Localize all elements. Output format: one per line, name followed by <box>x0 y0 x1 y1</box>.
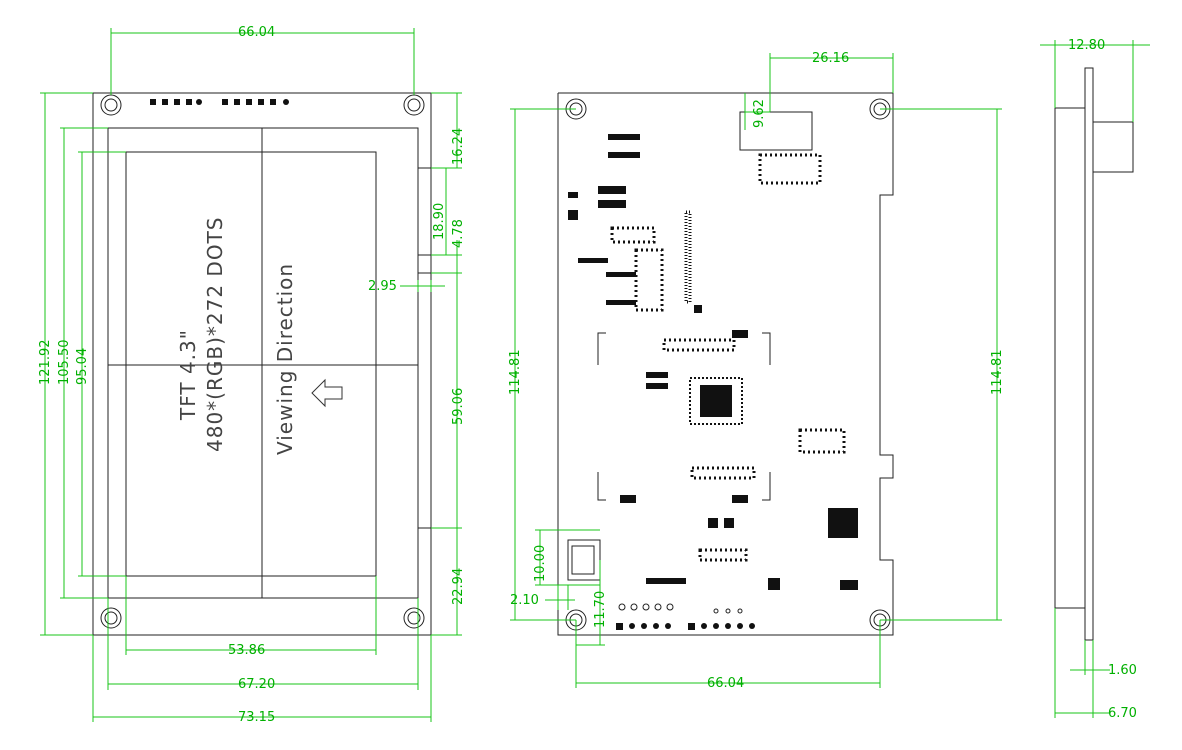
dim-bottom-inner: 53.86 <box>228 643 265 658</box>
dim-connector-offset: 9.62 <box>752 99 767 128</box>
dim-right-height: 114.81 <box>990 350 1005 396</box>
viewing-direction-text: Viewing Direction <box>273 263 297 455</box>
front-board-outline <box>92 92 432 636</box>
dim-top-connector: 26.16 <box>812 51 849 66</box>
mount-hole-icon <box>403 94 425 116</box>
mount-hole-icon <box>100 94 122 116</box>
dim-side-top: 12.80 <box>1068 38 1105 53</box>
back-board-outline <box>557 92 894 636</box>
dim-left-inner: 95.04 <box>75 348 90 385</box>
mount-hole-icon <box>100 607 122 629</box>
front-view: TFT 4.3" 480*(RGB)*272 DOTS Viewing Dire… <box>38 25 466 725</box>
mount-hole-icon <box>403 607 425 629</box>
dim-side-bottom-inner: 1.60 <box>1108 663 1137 678</box>
lcd-outline <box>107 127 419 599</box>
back-view: 26.16 9.62 114.81 114.81 10.00 2.10 11.7… <box>508 51 1005 691</box>
arrow-left-icon <box>311 378 343 408</box>
dim-right-mid1: 18.90 <box>432 203 447 240</box>
panel-model-text: TFT 4.3" <box>176 329 200 421</box>
dim-usb-height: 10.00 <box>533 545 548 582</box>
dim-side-bottom-outer: 6.70 <box>1108 706 1137 721</box>
side-view: 12.80 1.60 6.70 <box>1040 38 1150 721</box>
side-module-body <box>1054 107 1086 609</box>
dim-top-width: 66.04 <box>238 25 275 40</box>
dim-bottom-outer: 73.15 <box>238 710 275 725</box>
dim-right-mid2: 4.78 <box>451 219 466 248</box>
dim-left-height: 114.81 <box>508 350 523 396</box>
dim-left-mid: 105.50 <box>57 340 72 386</box>
dim-right-top: 16.24 <box>451 128 466 165</box>
side-pcb <box>1084 67 1094 641</box>
dim-bottom-mid: 67.20 <box>238 677 275 692</box>
fpc-connector <box>739 111 813 151</box>
active-area <box>125 151 377 577</box>
panel-resolution-text: 480*(RGB)*272 DOTS <box>203 217 227 452</box>
mcu-chip <box>700 385 732 417</box>
dim-bottom-offset: 11.70 <box>593 591 608 628</box>
dim-notch: 2.95 <box>368 279 397 294</box>
dim-right-long: 59.06 <box>451 388 466 425</box>
dim-left-outer: 121.92 <box>38 340 53 386</box>
side-connector <box>1092 121 1134 173</box>
dim-right-bottom: 22.94 <box>451 568 466 605</box>
dim-usb-offset: 2.10 <box>510 593 539 608</box>
dim-bottom-width: 66.04 <box>707 676 744 691</box>
flash-chip <box>828 508 858 538</box>
